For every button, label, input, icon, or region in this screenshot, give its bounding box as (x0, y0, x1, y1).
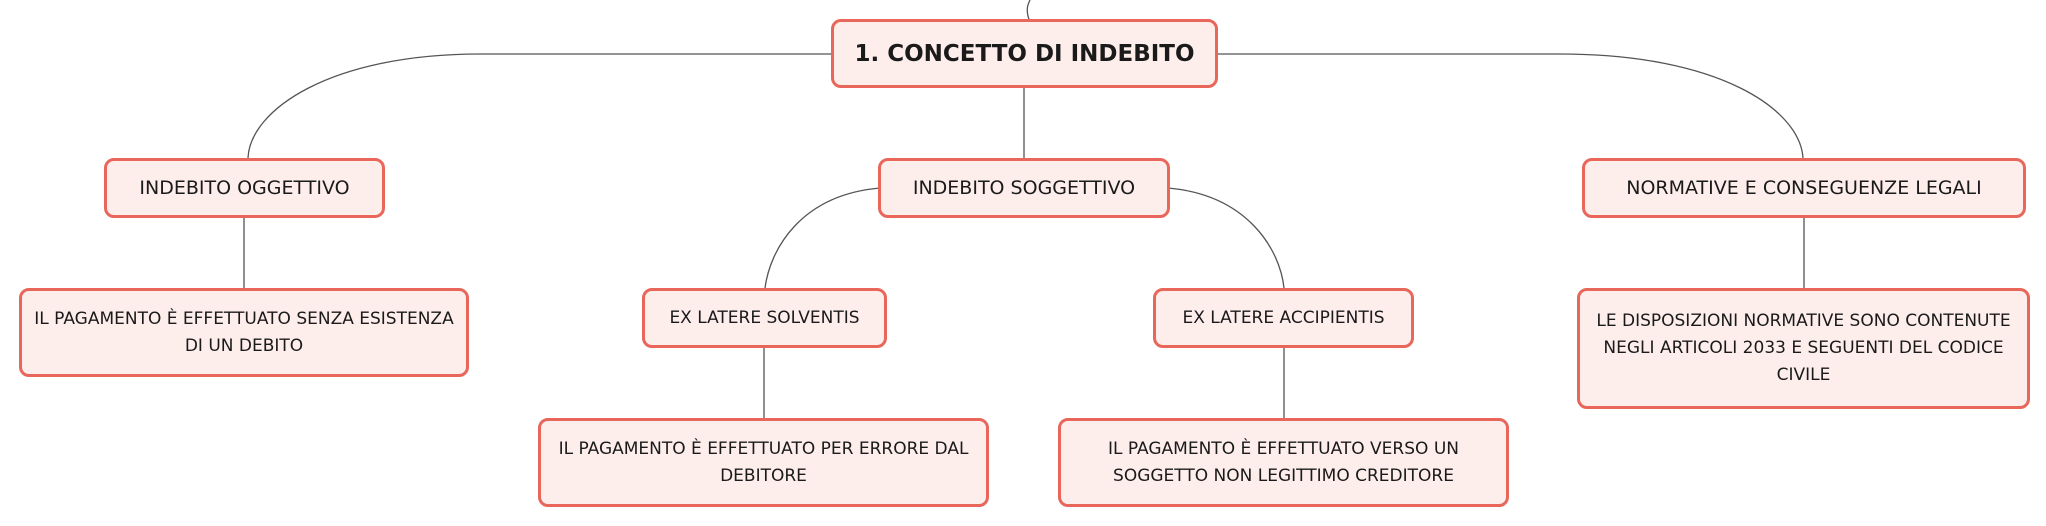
topic-label: INDEBITO SOGGETTIVO (912, 177, 1136, 199)
connector-root-normative (1218, 53, 1804, 159)
root-topic-label: 1. CONCETTO DI INDEBITO (854, 40, 1195, 67)
subtopic-ex-latere-solventis[interactable]: EX LATERE SOLVENTIS (642, 288, 887, 348)
detail-ex-latere-accipientis[interactable]: IL PAGAMENTO È EFFETTUATO VERSO UN SOGGE… (1058, 418, 1509, 507)
subtopic-ex-latere-accipientis[interactable]: EX LATERE ACCIPIENTIS (1153, 288, 1414, 348)
detail-ex-latere-solventis[interactable]: IL PAGAMENTO È EFFETTUATO PER ERRORE DAL… (538, 418, 989, 507)
topic-indebito-soggettivo[interactable]: INDEBITO SOGGETTIVO (878, 158, 1170, 218)
topic-indebito-oggettivo[interactable]: INDEBITO OGGETTIVO (104, 158, 385, 218)
detail-text: IL PAGAMENTO È EFFETTUATO VERSO UN SOGGE… (1108, 438, 1459, 486)
detail-text: IL PAGAMENTO È EFFETTUATO SENZA ESISTENZ… (34, 308, 454, 356)
connector-root-oggettivo (247, 53, 836, 159)
root-topic-concetto-di-indebito[interactable]: 1. CONCETTO DI INDEBITO (831, 19, 1218, 88)
detail-text: IL PAGAMENTO È EFFETTUATO PER ERRORE DAL… (558, 438, 969, 486)
subtopic-label: EX LATERE ACCIPIENTIS (1182, 308, 1385, 328)
connector-soggettivo-accipientis (1167, 187, 1285, 289)
detail-normative[interactable]: LE DISPOSIZIONI NORMATIVE SONO CONTENUTE… (1577, 288, 2030, 409)
topic-normative-conseguenze-legali[interactable]: NORMATIVE E CONSEGUENZE LEGALI (1582, 158, 2026, 218)
detail-indebito-oggettivo[interactable]: IL PAGAMENTO È EFFETTUATO SENZA ESISTENZ… (19, 288, 469, 377)
subtopic-label: EX LATERE SOLVENTIS (669, 308, 860, 328)
detail-text: LE DISPOSIZIONI NORMATIVE SONO CONTENUTE… (1596, 311, 2011, 385)
topic-label: INDEBITO OGGETTIVO (139, 177, 350, 199)
topic-label: NORMATIVE E CONSEGUENZE LEGALI (1626, 177, 1982, 199)
connector-soggettivo-solventis (764, 187, 881, 289)
